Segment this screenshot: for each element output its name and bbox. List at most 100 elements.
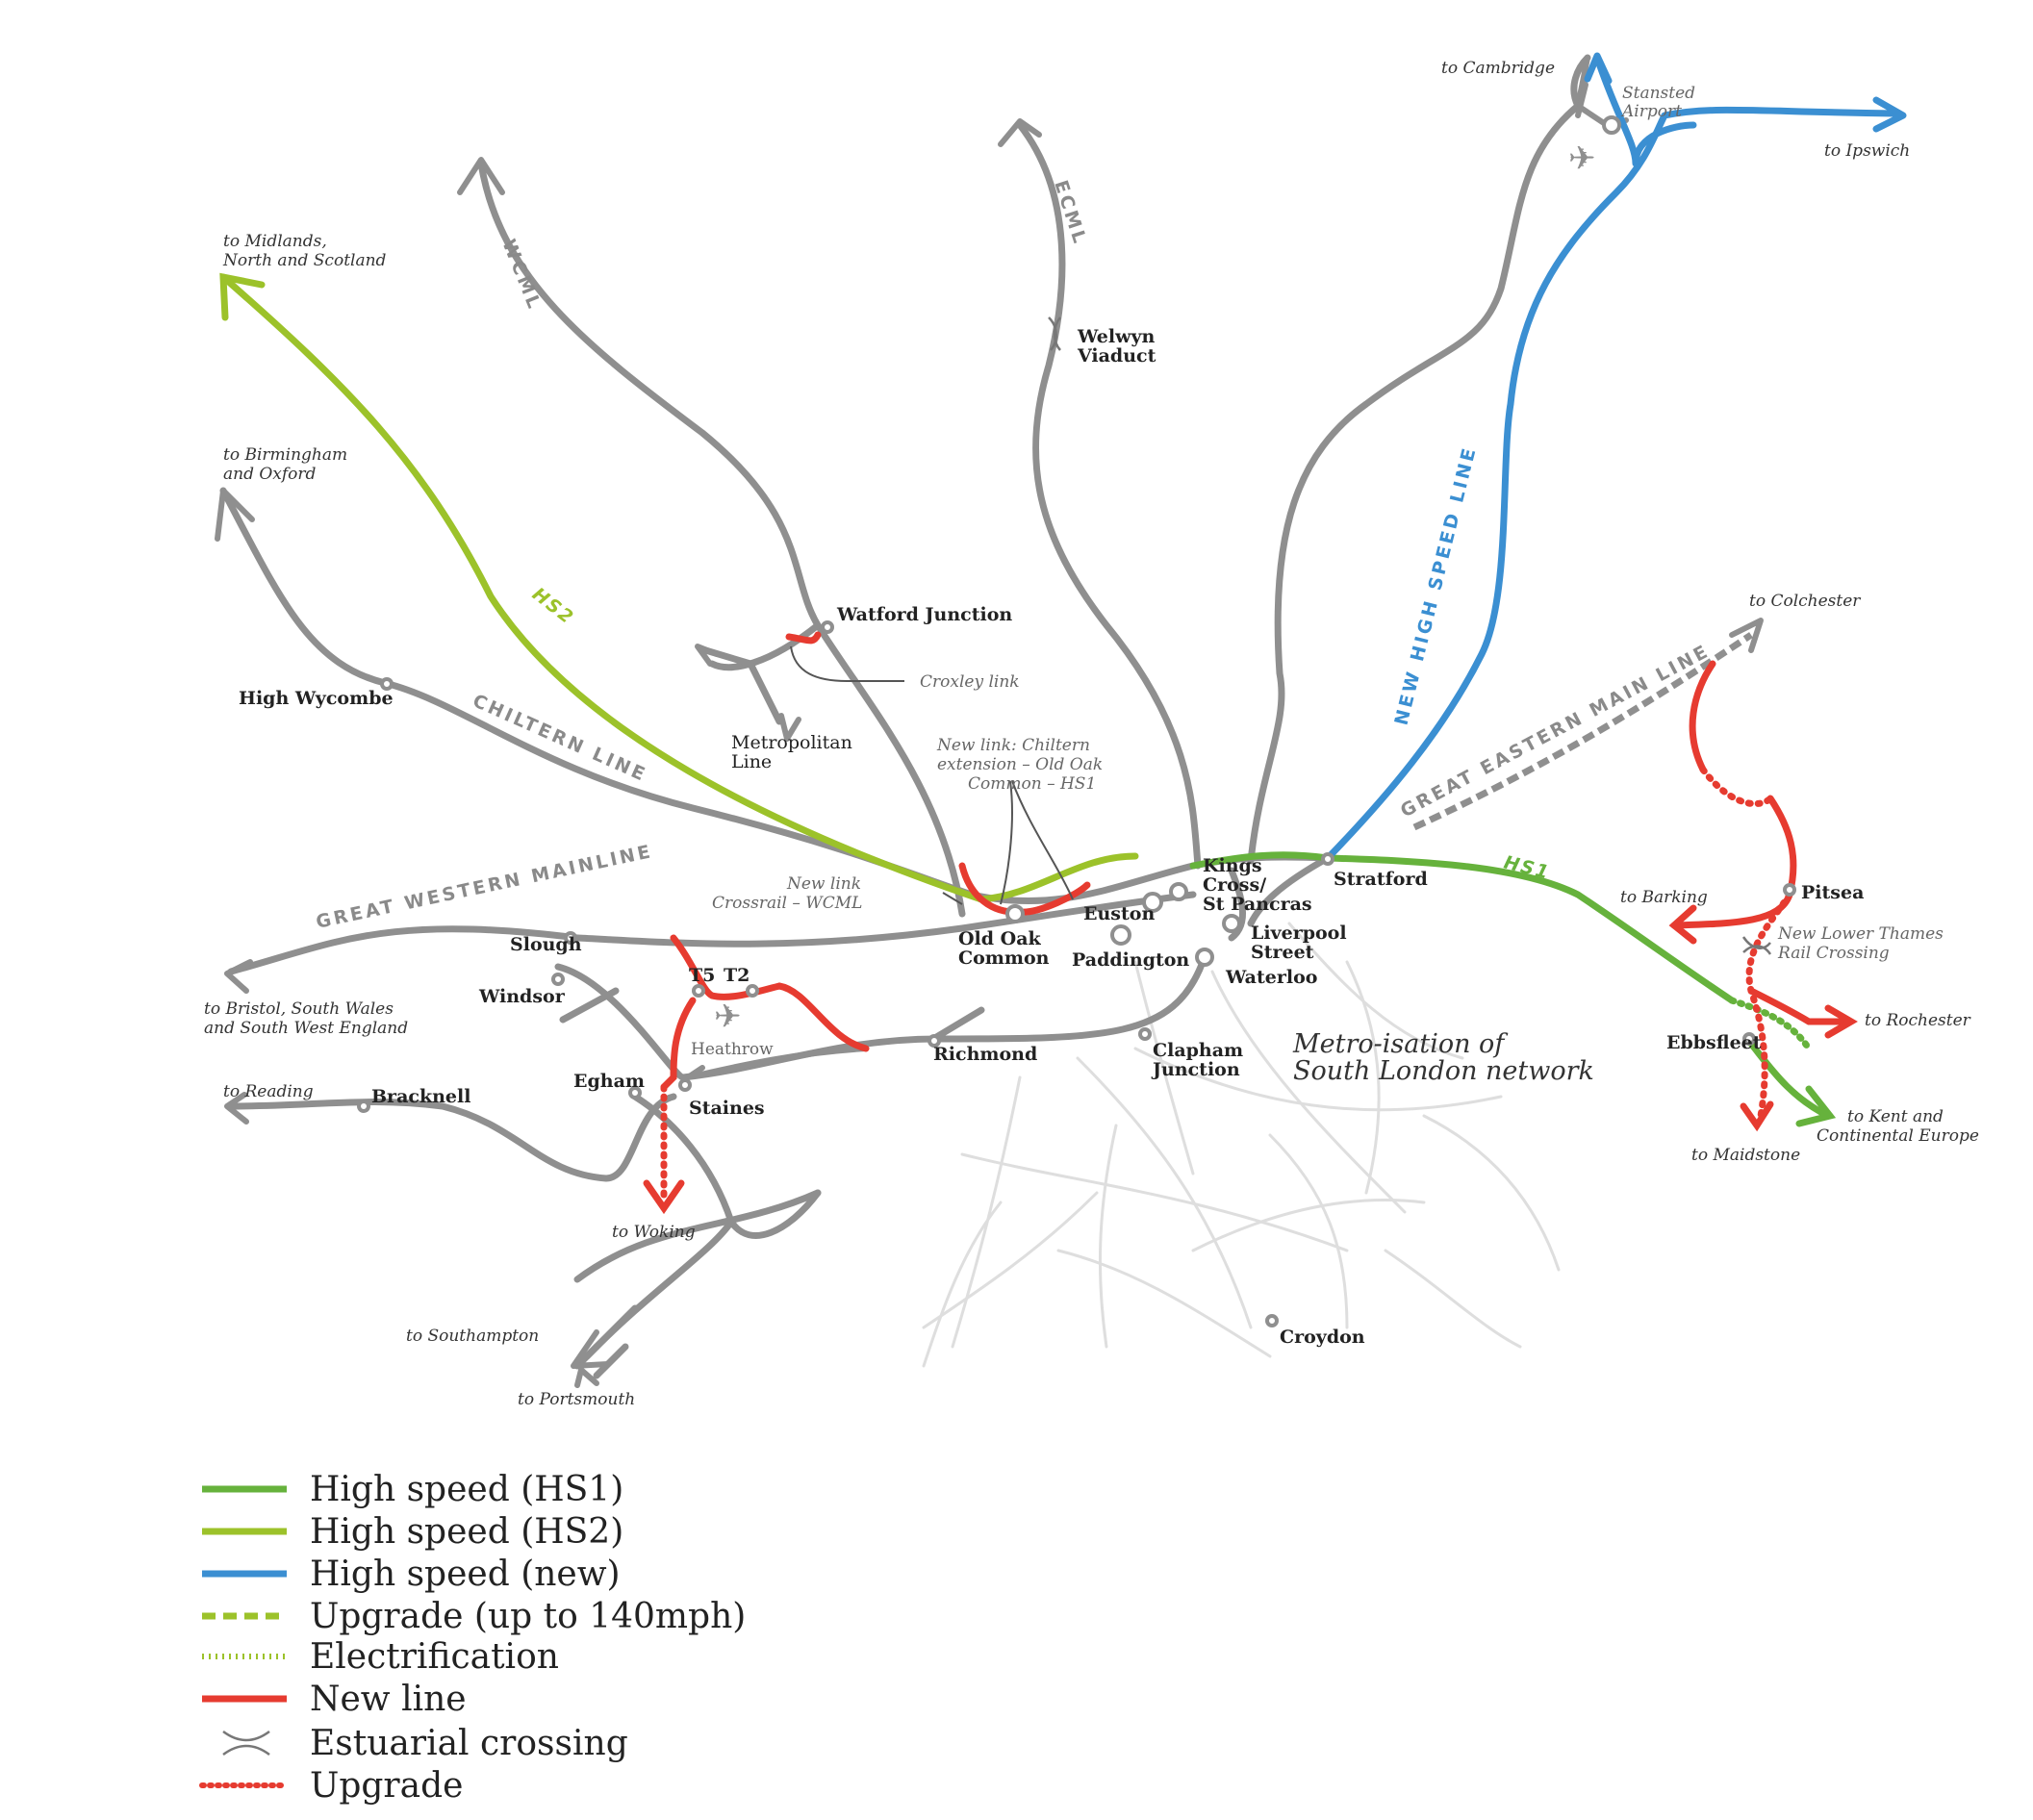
hs2-line	[219, 273, 1139, 903]
dest-ipswich: to Ipswich	[1824, 141, 1910, 161]
new-high-speed-line	[1324, 106, 1899, 862]
destination-arrowheads	[215, 82, 1764, 1388]
note-metro-2: South London network	[1293, 1056, 1594, 1086]
stansted-airport-icon: ✈	[1568, 139, 1596, 178]
legend-label-upgrade140: Upgrade (up to 140mph)	[310, 1597, 746, 1636]
station-croydon: Croydon	[1280, 1327, 1365, 1348]
station-euston: Euston	[1083, 903, 1155, 924]
station-t2: T2	[724, 965, 750, 986]
legend-label-estuarial: Estuarial crossing	[310, 1724, 628, 1763]
station-bracknell: Bracknell	[371, 1086, 470, 1107]
station-ebbsfleet: Ebbsfleet	[1666, 1032, 1762, 1053]
geml-upgrade	[1412, 632, 1753, 831]
station-heathrow: Heathrow	[691, 1040, 774, 1059]
station-clapham-2: Junction	[1151, 1059, 1240, 1080]
station-paddington: Paddington	[1072, 949, 1189, 971]
dest-midlands-1: to Midlands,	[223, 232, 327, 251]
wcml-label: WCML	[497, 237, 546, 314]
stansted-loop	[1593, 54, 1697, 167]
hs1-electrification	[1728, 997, 1813, 1052]
legend-label-new: High speed (new)	[310, 1555, 621, 1594]
station-egham: Egham	[573, 1071, 645, 1092]
dest-kent-2: Continental Europe	[1817, 1126, 1979, 1146]
legend-label-hs1: High speed (HS1)	[310, 1470, 623, 1509]
note-chiltern-ext-3: Common – HS1	[968, 774, 1096, 794]
dest-kent-1: to Kent and	[1847, 1107, 1944, 1126]
station-old-oak-1: Old Oak	[958, 928, 1042, 949]
station-windsor: Windsor	[478, 986, 566, 1007]
geml-label: GREAT EASTERN MAIN LINE	[1397, 641, 1714, 822]
hs1-line	[1189, 851, 1736, 1004]
station-markers	[357, 115, 1796, 1327]
annotations: Croxley link New link: Chiltern extensio…	[712, 672, 1944, 1086]
dest-cambridge: to Cambridge	[1441, 59, 1555, 78]
dest-portsmouth: to Portsmouth	[518, 1390, 635, 1409]
dest-midlands-2: North and Scotland	[222, 251, 387, 270]
note-crossrail-1: New link	[786, 874, 861, 894]
station-waterloo: Waterloo	[1225, 967, 1317, 988]
hs2-arrowhead	[219, 272, 266, 321]
dest-reading: to Reading	[223, 1082, 314, 1101]
station-old-oak-2: Common	[958, 948, 1050, 969]
upgrade-dotted-lines	[643, 766, 1793, 1215]
legend: High speed (HS1) High speed (HS2) High s…	[199, 1470, 746, 1806]
station-watford-junction: Watford Junction	[836, 604, 1012, 625]
estuarial-crossing-marks	[1048, 316, 1772, 955]
station-liverpool-street-2: Street	[1251, 942, 1314, 963]
station-staines: Staines	[689, 1098, 765, 1119]
heathrow-airport-icon: ✈	[714, 998, 742, 1036]
hs2-label: HS2	[528, 584, 578, 629]
station-metropolitan-2: Line	[731, 751, 772, 772]
dest-maidstone: to Maidstone	[1691, 1146, 1800, 1165]
station-slough: Slough	[510, 934, 582, 955]
annotation-pointers	[790, 645, 1074, 905]
station-welwyn-2: Viaduct	[1077, 345, 1156, 367]
note-crossrail-2: Crossrail – WCML	[712, 894, 862, 913]
existing-lines	[219, 54, 1629, 1379]
legend-swatch-estuarial-icon	[222, 1730, 270, 1757]
cambridge-arrowhead	[1584, 52, 1613, 85]
dest-woking: to Woking	[612, 1223, 696, 1242]
dest-barking: to Barking	[1620, 888, 1708, 907]
dest-bristol-1: to Bristol, South Wales	[204, 999, 394, 1019]
station-labels: Watford Junction High Wycombe Welwyn Via…	[239, 84, 1864, 1348]
station-clapham-1: Clapham	[1153, 1040, 1243, 1061]
legend-label-newline: New line	[310, 1680, 467, 1719]
note-chiltern-ext-1: New link: Chiltern	[936, 736, 1090, 755]
south-london-street-network	[922, 922, 1561, 1368]
dest-colchester: to Colchester	[1749, 592, 1861, 611]
station-stratford: Stratford	[1334, 869, 1428, 890]
legend-label-hs2: High speed (HS2)	[310, 1512, 623, 1552]
note-chiltern-ext-2: extension – Old Oak	[937, 755, 1103, 774]
dest-birmingham-2: and Oxford	[223, 465, 317, 484]
station-pitsea: Pitsea	[1801, 882, 1864, 903]
hs1-arrowhead	[1795, 1085, 1837, 1127]
station-liverpool-street-1: Liverpool	[1251, 923, 1347, 944]
note-thames-1: New Lower Thames	[1777, 924, 1944, 944]
legend-label-electrification: Electrification	[310, 1637, 559, 1677]
station-kings-cross-2: Cross/	[1203, 874, 1266, 896]
station-kings-cross-3: St Pancras	[1203, 894, 1312, 915]
dest-southampton: to Southampton	[406, 1327, 539, 1346]
station-stansted-2: Airport	[1620, 102, 1682, 121]
legend-label-upgrade: Upgrade	[310, 1766, 463, 1806]
note-thames-2: Rail Crossing	[1777, 944, 1890, 963]
station-high-wycombe: High Wycombe	[239, 688, 394, 709]
note-metro-1: Metro-isation of	[1292, 1029, 1508, 1059]
gwml-label: GREAT WESTERN MAINLINE	[314, 841, 654, 933]
station-stansted-1: Stansted	[1622, 84, 1695, 103]
station-welwyn-1: Welwyn	[1077, 326, 1155, 347]
chiltern-line-label: CHILTERN LINE	[470, 690, 650, 786]
dest-bristol-2: and South West England	[204, 1019, 408, 1038]
dest-rochester: to Rochester	[1865, 1011, 1971, 1030]
destination-labels: to Midlands, North and Scotland to Birmi…	[204, 59, 1979, 1409]
hs1-kent-line	[1747, 1040, 1832, 1120]
station-metropolitan-1: Metropolitan	[731, 732, 852, 753]
ipswich-arrowhead	[1872, 96, 1907, 133]
station-kings-cross-1: Kings	[1203, 855, 1262, 876]
dest-birmingham-1: to Birmingham	[223, 445, 347, 465]
station-t5: T5	[689, 965, 715, 986]
note-croxley-link: Croxley link	[920, 672, 1020, 692]
station-richmond: Richmond	[933, 1044, 1037, 1065]
